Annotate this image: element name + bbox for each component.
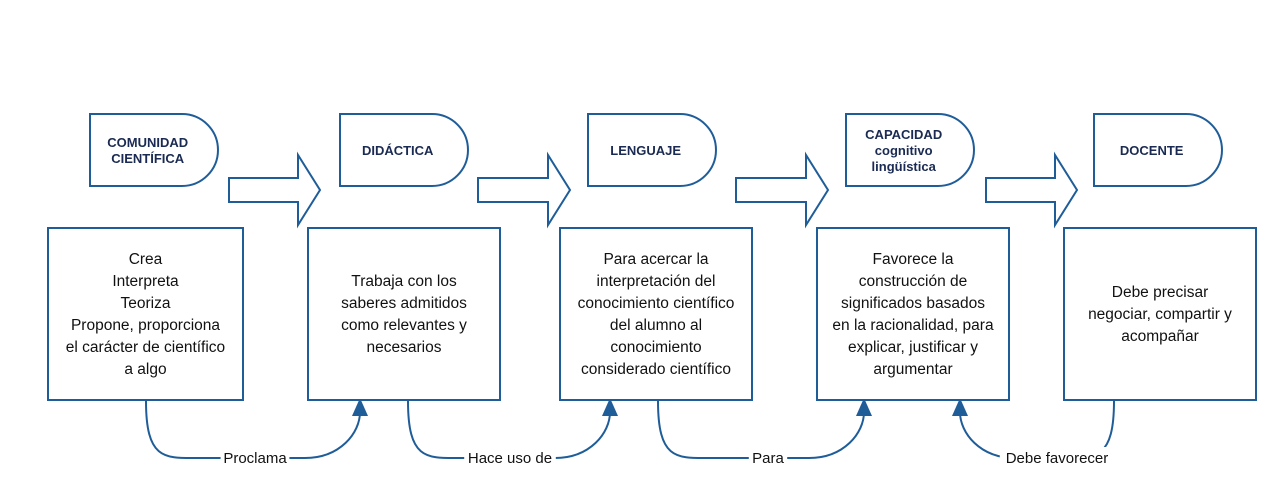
content-box-line: Favorece la xyxy=(873,251,954,268)
connector-curve xyxy=(657,400,865,460)
header-shape-didactica xyxy=(339,113,469,187)
block-arrow-1 xyxy=(228,151,322,229)
node-title-line: DIDÁCTICA xyxy=(362,143,434,158)
node-title-line: CAPACIDAD xyxy=(865,127,942,142)
header-shape-comunidad xyxy=(89,113,219,187)
content-box-line: en la racionalidad, para xyxy=(832,317,994,334)
connector-arrowhead xyxy=(856,398,872,416)
content-box-line: necesarios xyxy=(367,339,442,356)
connector-curve xyxy=(407,400,611,460)
content-box-line: como relevantes y xyxy=(341,317,467,334)
content-box-line: saberes admitidos xyxy=(341,295,467,312)
connector-label: Hace uso de xyxy=(468,450,552,467)
content-box-line: Crea xyxy=(129,251,163,268)
node-title-line: lingüística xyxy=(872,159,937,174)
node-title-line: LENGUAJE xyxy=(610,143,681,158)
node-title-line: cognitivo xyxy=(875,143,933,158)
connector-label-bg xyxy=(220,447,290,469)
content-box-didactica xyxy=(307,227,501,401)
connector-arrowhead xyxy=(952,398,968,416)
connector-arrowhead xyxy=(602,398,618,416)
node-docente: DOCENTE Debe precisar negociar, compartir … xyxy=(1063,113,1257,401)
content-box-line: explicar, justificar y xyxy=(848,339,978,356)
node-title-line: COMUNIDAD xyxy=(107,135,188,150)
connector-1: Proclama xyxy=(145,398,368,469)
content-box-line: Teoriza xyxy=(121,295,171,312)
content-box-line: construcción de xyxy=(859,273,968,290)
content-box-line: negociar, compartir y xyxy=(1088,306,1232,323)
connector-curve xyxy=(145,400,361,460)
header-shape-lenguaje xyxy=(587,113,717,187)
content-box-line: acompañar xyxy=(1121,328,1199,345)
connector-label: Para xyxy=(752,450,784,467)
connector-label: Debe favorecer xyxy=(1006,450,1109,467)
block-arrow-2 xyxy=(477,151,572,229)
content-box-line: significados basados xyxy=(841,295,985,312)
content-box-line: Interpreta xyxy=(112,273,179,290)
content-box-line: del alumno al xyxy=(610,317,702,334)
content-box-line: considerado científico xyxy=(581,361,731,378)
connector-label-bg xyxy=(748,447,788,469)
content-box-line: conocimiento científico xyxy=(578,295,735,312)
content-box-capacidad xyxy=(816,227,1010,401)
connector-4: Debe favorecer xyxy=(952,398,1115,469)
node-didactica: DIDÁCTICA Trabaja con los saberes admitido… xyxy=(307,113,501,401)
header-shape-docente xyxy=(1093,113,1223,187)
connector-arrowhead xyxy=(352,398,368,416)
content-box-line: el carácter de científico xyxy=(66,339,225,356)
connector-label-bg xyxy=(999,447,1115,469)
content-box-docente xyxy=(1063,227,1257,401)
node-title-line: DOCENTE xyxy=(1120,143,1184,158)
connector-label-bg xyxy=(464,447,556,469)
content-box-line: interpretación del xyxy=(597,273,716,290)
content-box-line: Propone, proporciona xyxy=(71,317,220,334)
content-box-comunidad xyxy=(47,227,244,401)
connector-3: Para xyxy=(657,398,872,469)
content-box-lenguaje xyxy=(559,227,753,401)
content-box-line: conocimiento xyxy=(610,339,701,356)
connector-2: Hace uso de xyxy=(407,398,618,469)
block-arrow-3 xyxy=(735,151,830,229)
node-lenguaje: LENGUAJE Para acercar la interpretación de… xyxy=(559,113,753,401)
content-box-line: Para acercar la xyxy=(603,251,708,268)
content-box-line: a algo xyxy=(124,361,166,378)
block-arrow-4 xyxy=(985,151,1079,229)
header-shape-capacidad xyxy=(845,113,975,187)
content-box-line: Debe precisar xyxy=(1112,284,1209,301)
node-title-line: CIENTÍFICA xyxy=(111,151,185,166)
content-box-line: Trabaja con los xyxy=(351,273,457,290)
content-box-line: argumentar xyxy=(873,361,952,378)
connector-label: Proclama xyxy=(223,450,287,467)
